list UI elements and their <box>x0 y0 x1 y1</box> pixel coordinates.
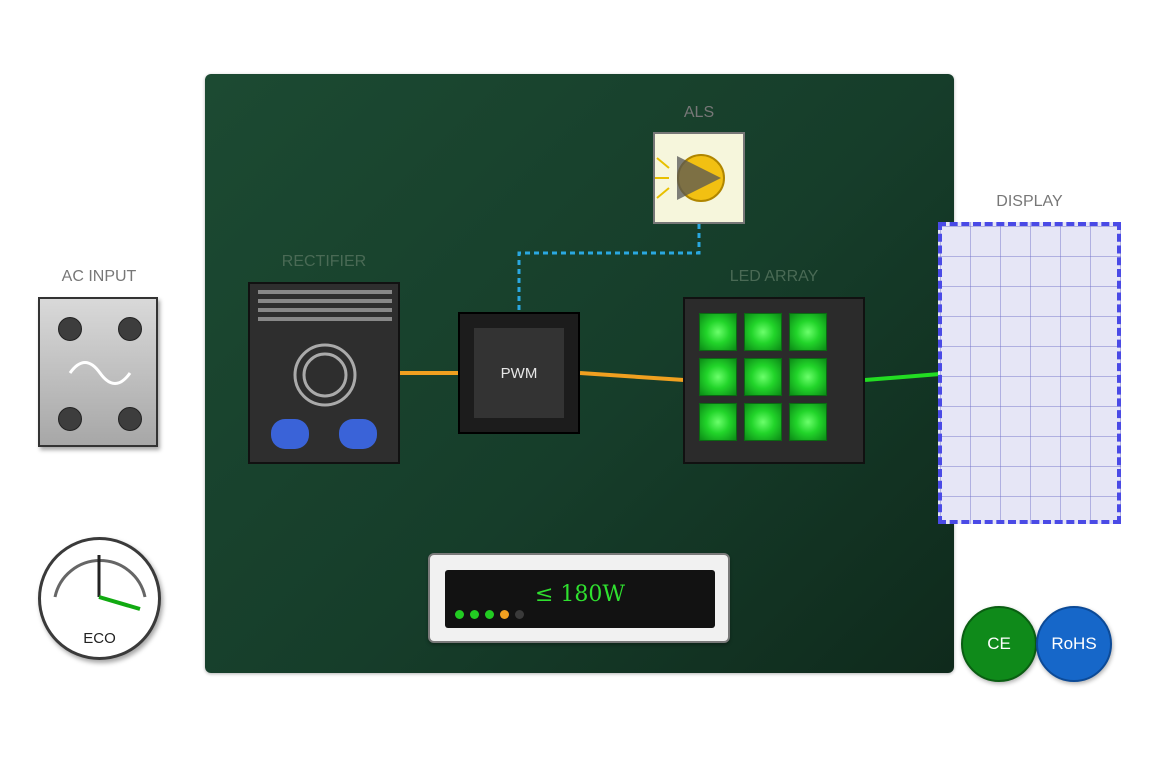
ac-input-label: AC INPUT <box>61 268 137 285</box>
led-cell <box>699 403 737 441</box>
indicator-dot <box>485 610 494 619</box>
wire-pwm-led <box>579 371 685 382</box>
indicator-dot <box>515 610 524 619</box>
light-sensor-icon <box>655 154 725 202</box>
led-cell <box>789 403 827 441</box>
vent-slot <box>258 290 392 294</box>
indicator-dot <box>455 610 464 619</box>
rectifier-left-button[interactable] <box>271 419 309 449</box>
eco-label: ECO <box>83 630 116 647</box>
ac-input-terminal[interactable] <box>38 297 158 447</box>
led-cell <box>789 313 827 351</box>
coil-icon <box>293 343 357 407</box>
power-meter-screen: ≤ 180W <box>445 570 715 628</box>
wire-als-pwm <box>517 224 701 312</box>
rectifier-label: RECTIFIER <box>281 253 367 270</box>
ce-badge: CE <box>961 606 1037 682</box>
led-array-label: LED ARRAY <box>729 268 819 285</box>
als-label: ALS <box>683 104 715 121</box>
led-cell <box>744 403 782 441</box>
vent-slot <box>258 308 392 312</box>
pwm-label: PWM <box>474 328 564 418</box>
led-cell <box>789 358 827 396</box>
rohs-badge: RoHS <box>1036 606 1112 682</box>
vent-slot <box>258 299 392 303</box>
ambient-light-sensor[interactable] <box>653 132 745 224</box>
display-label: DISPLAY <box>996 193 1063 210</box>
display-panel[interactable] <box>938 222 1121 524</box>
screw-icon <box>58 407 82 431</box>
gauge-dial-icon <box>53 555 147 611</box>
rectifier-right-button[interactable] <box>339 419 377 449</box>
power-readout: ≤ 180W <box>534 582 626 607</box>
ac-wave-icon <box>68 361 132 385</box>
power-meter: ≤ 180W <box>428 553 730 643</box>
screw-icon <box>118 407 142 431</box>
indicator-dot <box>500 610 509 619</box>
rectifier-module[interactable] <box>248 282 400 464</box>
screw-icon <box>58 317 82 341</box>
led-cell <box>744 358 782 396</box>
wire-led-display <box>864 372 941 382</box>
led-cell <box>699 313 737 351</box>
led-cell <box>744 313 782 351</box>
indicator-dot <box>470 610 479 619</box>
eco-gauge: ECO <box>38 537 161 660</box>
led-cell <box>699 358 737 396</box>
led-array-panel[interactable] <box>683 297 865 464</box>
pwm-controller[interactable]: PWM <box>458 312 580 434</box>
screw-icon <box>118 317 142 341</box>
vent-slot <box>258 317 392 321</box>
